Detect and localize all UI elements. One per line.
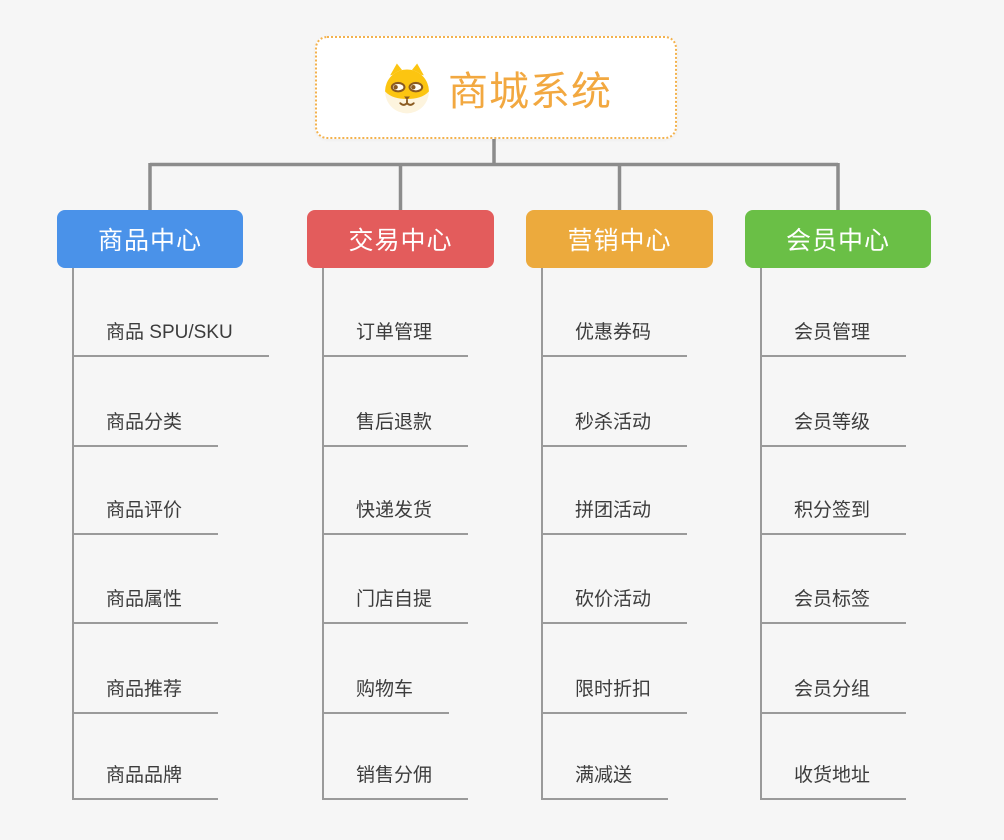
branch-label: 营销中心 <box>567 227 672 255</box>
branch-node-3[interactable]: 营销中心 <box>526 210 713 268</box>
leaf-node[interactable]: 销售分佣 <box>322 763 469 800</box>
leaf-node[interactable]: 售后退款 <box>322 410 469 447</box>
leaf-node[interactable]: 满减送 <box>541 763 669 800</box>
branch-label: 会员中心 <box>785 227 890 255</box>
branch-node-4[interactable]: 会员中心 <box>745 210 931 268</box>
leaf-node[interactable]: 商品 SPU/SKU <box>72 320 269 357</box>
branch-children-4: 会员管理会员等级积分签到会员标签会员分组收货地址 <box>760 268 1004 808</box>
leaf-node[interactable]: 商品分类 <box>72 410 219 447</box>
leaf-node[interactable]: 商品推荐 <box>72 677 219 714</box>
leaf-node[interactable]: 秒杀活动 <box>541 410 688 447</box>
leaf-node[interactable]: 会员分组 <box>760 677 907 714</box>
leaf-node[interactable]: 商品评价 <box>72 498 219 535</box>
leaf-node[interactable]: 会员等级 <box>760 410 907 447</box>
leaf-node[interactable]: 会员管理 <box>760 320 907 357</box>
leaf-node[interactable]: 会员标签 <box>760 587 907 624</box>
root-title: 商城系统 <box>448 69 612 114</box>
leaf-node[interactable]: 购物车 <box>322 677 450 714</box>
leaf-node[interactable]: 门店自提 <box>322 587 469 624</box>
leaf-node[interactable]: 快递发货 <box>322 498 469 535</box>
leaf-node[interactable]: 拼团活动 <box>541 498 688 535</box>
leaf-node[interactable]: 砍价活动 <box>541 587 688 624</box>
branch-node-2[interactable]: 交易中心 <box>307 210 494 268</box>
leaf-node[interactable]: 收货地址 <box>760 763 907 800</box>
branch-label: 交易中心 <box>348 227 453 255</box>
leaf-node[interactable]: 优惠券码 <box>541 320 688 357</box>
branch-children-3: 优惠券码秒杀活动拼团活动砍价活动限时折扣满减送 <box>541 268 791 808</box>
shiba-dog-icon <box>380 61 434 115</box>
leaf-node[interactable]: 限时折扣 <box>541 677 688 714</box>
leaf-node[interactable]: 商品品牌 <box>72 763 219 800</box>
leaf-node[interactable]: 积分签到 <box>760 498 907 535</box>
branch-node-1[interactable]: 商品中心 <box>57 210 243 268</box>
branch-children-1: 商品 SPU/SKU 商品分类商品评价商品属性商品推荐商品品牌 <box>72 268 322 808</box>
leaf-node[interactable]: 商品属性 <box>72 587 219 624</box>
leaf-node[interactable]: 订单管理 <box>322 320 469 357</box>
root-node[interactable]: 商城系统 <box>315 36 677 139</box>
branch-label: 商品中心 <box>97 227 202 255</box>
branch-children-2: 订单管理售后退款快递发货门店自提购物车销售分佣 <box>322 268 572 808</box>
